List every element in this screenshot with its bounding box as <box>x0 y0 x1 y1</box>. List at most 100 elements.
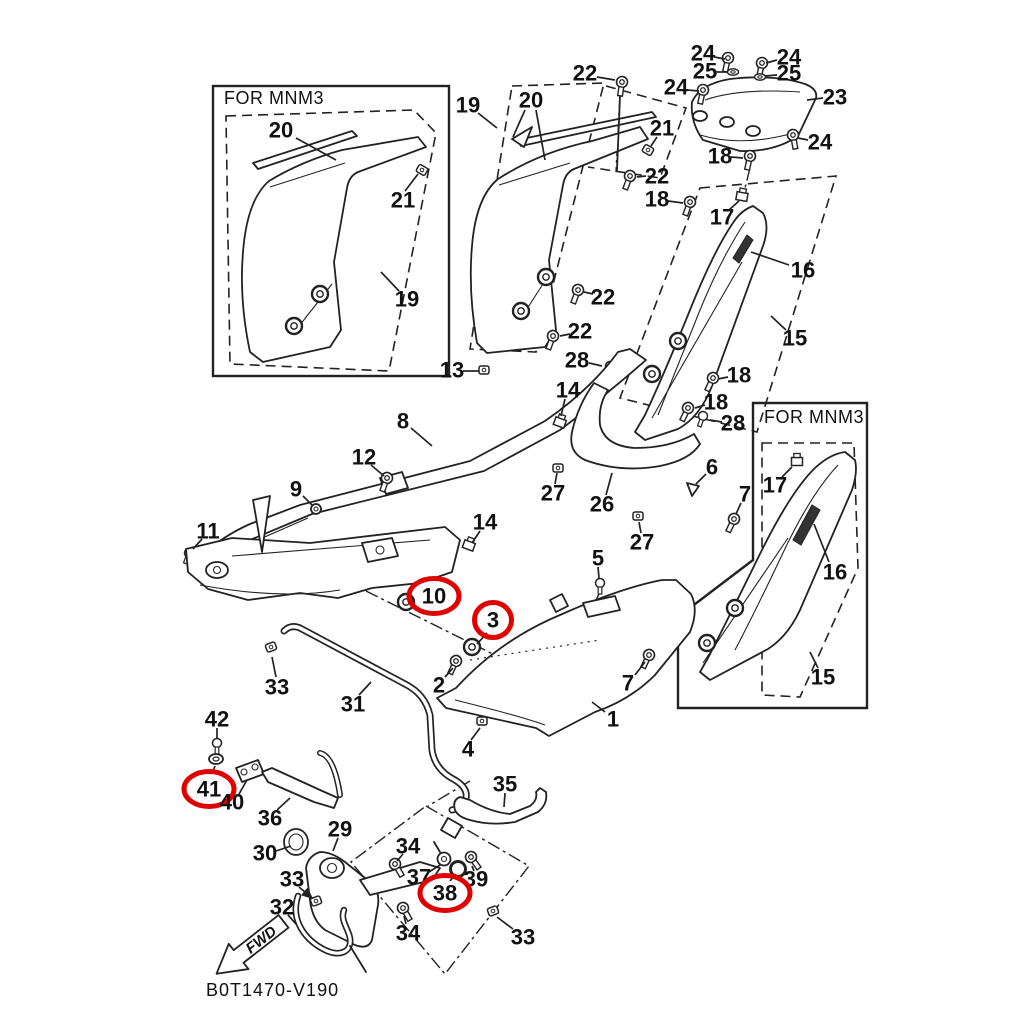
callout-22: 22 <box>645 164 669 189</box>
callout-leader-2 <box>444 667 454 678</box>
callout-32: 32 <box>270 895 294 920</box>
callout-14: 14 <box>556 378 581 403</box>
highlight-circle-3 <box>472 600 514 640</box>
callout-33: 33 <box>280 867 304 892</box>
callout-leader-11 <box>192 538 203 550</box>
callout-leader-22 <box>583 291 594 295</box>
callout-20: 20 <box>519 88 543 113</box>
highlight-circle-10 <box>406 576 462 616</box>
callout-leader-17 <box>781 466 793 478</box>
callout-leader-25 <box>764 74 778 77</box>
callout-18: 18 <box>727 363 751 388</box>
left-box-label: FOR MNM3 <box>224 88 324 108</box>
callout-19: 19 <box>395 287 419 312</box>
callout-24: 24 <box>664 75 689 100</box>
callout-9: 9 <box>290 477 302 502</box>
callout-leader-31 <box>358 681 372 696</box>
callout-leader-22 <box>596 76 616 81</box>
callout-leader-4 <box>470 727 481 741</box>
callout-1: 1 <box>607 707 619 732</box>
callout-23: 23 <box>823 85 847 110</box>
callout-29: 29 <box>328 817 352 842</box>
callout-leader-7 <box>634 661 646 676</box>
callout-leader-8 <box>410 427 433 447</box>
callout-leader-34 <box>403 915 407 925</box>
callout-19: 19 <box>456 93 480 118</box>
callout-leader-24 <box>765 59 778 64</box>
callout-27: 27 <box>541 481 565 506</box>
callout-18: 18 <box>708 144 732 169</box>
callout-leader-22 <box>636 175 647 178</box>
callout-leader-35 <box>503 792 506 808</box>
callout-28: 28 <box>565 348 589 373</box>
callout-leader-19 <box>380 271 400 292</box>
callout-16: 16 <box>823 560 847 585</box>
callout-13: 13 <box>440 358 464 383</box>
callout-leader-23 <box>806 97 824 101</box>
callout-41: 41 <box>197 777 221 802</box>
callout-38: 38 <box>433 881 457 906</box>
callout-leader-14 <box>560 398 566 417</box>
callout-leader-27 <box>638 521 642 534</box>
highlight-circle-41 <box>181 769 237 809</box>
callout-25: 25 <box>693 59 717 84</box>
callout-leader-21 <box>650 136 658 147</box>
callout-leader-20 <box>535 109 546 161</box>
callout-leader-36 <box>276 797 291 811</box>
callout-7: 7 <box>622 671 634 696</box>
callout-leader-14 <box>471 530 481 544</box>
callout-leader-24 <box>713 56 726 60</box>
callout-31: 31 <box>341 692 365 717</box>
callout-22: 22 <box>568 319 592 344</box>
callout-15: 15 <box>811 665 835 690</box>
callout-16: 16 <box>791 258 815 283</box>
diagram-art <box>180 50 857 973</box>
callout-10: 10 <box>422 584 446 609</box>
highlight-circle-38 <box>417 873 473 913</box>
callout-4: 4 <box>462 737 475 762</box>
callout-20: 20 <box>269 118 293 143</box>
callout-leader-39 <box>471 865 475 872</box>
callout-27: 27 <box>630 530 654 555</box>
callout-leader-28 <box>709 419 723 423</box>
callout-leader-18 <box>717 376 729 380</box>
callout-24: 24 <box>808 130 833 155</box>
callout-26: 26 <box>590 492 614 517</box>
callout-leader-15 <box>770 315 787 331</box>
callout-33: 33 <box>265 675 289 700</box>
callout-17: 17 <box>710 205 734 230</box>
callout-leader-15 <box>809 651 819 669</box>
callout-40: 40 <box>220 790 244 815</box>
callout-leader-33 <box>271 656 277 678</box>
callout-leader-40 <box>238 779 248 795</box>
callout-leader-20 <box>295 137 337 161</box>
right-mnm3-box: FOR MNM3 <box>676 401 869 710</box>
callout-leader-16 <box>750 251 790 266</box>
callout-42: 42 <box>205 707 229 732</box>
callout-leader-29 <box>332 837 339 852</box>
callout-7: 7 <box>739 482 751 507</box>
callout-21: 21 <box>391 188 415 213</box>
fwd-arrow: FWD <box>215 914 290 975</box>
callout-leader-7 <box>735 502 742 515</box>
callout-35: 35 <box>493 772 517 797</box>
callout-leader-26 <box>605 472 613 496</box>
callout-leader-5 <box>597 566 600 579</box>
callout-34: 34 <box>396 834 421 859</box>
callout-leader-20 <box>512 109 526 138</box>
callout-leader-18 <box>667 200 684 204</box>
callout-18: 18 <box>645 187 669 212</box>
callout-leader-1 <box>591 701 606 713</box>
callout-5: 5 <box>592 546 604 571</box>
callout-leader-24 <box>686 89 700 92</box>
callout-3: 3 <box>487 608 499 633</box>
callout-22: 22 <box>573 61 597 86</box>
callout-37: 37 <box>407 865 431 890</box>
callout-15: 15 <box>783 326 807 351</box>
right-box-label: FOR MNM3 <box>764 407 864 427</box>
callout-6: 6 <box>706 455 718 480</box>
callout-18: 18 <box>704 390 728 415</box>
callout-leader-21 <box>404 173 419 192</box>
